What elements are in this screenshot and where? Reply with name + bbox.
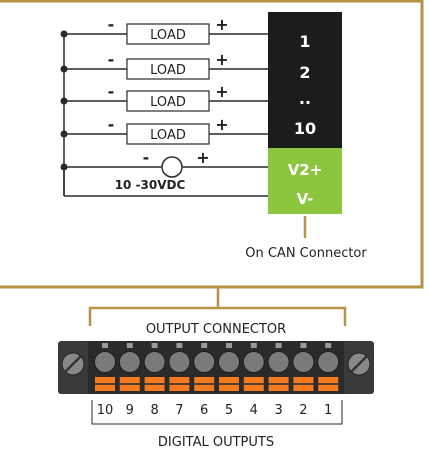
- supply-minus: -: [143, 148, 150, 167]
- load-rows: LOAD - + LOAD - + LOAD - + LOAD - +: [60, 15, 268, 145]
- pin-number: 2: [299, 403, 307, 418]
- can-block: [268, 148, 342, 214]
- supply-voltage-label: 10 -30VDC: [115, 178, 186, 192]
- load-label: LOAD: [150, 128, 186, 143]
- pin-socket: [143, 351, 166, 373]
- pin-led: [226, 343, 232, 348]
- load-minus: -: [108, 50, 115, 69]
- load-row: LOAD - +: [60, 115, 268, 145]
- pin-socket: [118, 351, 141, 373]
- load-box: [126, 58, 210, 80]
- supply-plus: +: [196, 148, 209, 167]
- bus-junction: [60, 97, 68, 105]
- load-minus: -: [108, 82, 115, 101]
- terminal-dots: ..: [299, 89, 311, 108]
- connector-bracket: [88, 306, 347, 326]
- pin-number: 8: [150, 403, 158, 418]
- pin-socket: [242, 351, 265, 373]
- terminal-1: 1: [299, 32, 310, 51]
- pin-led: [126, 343, 133, 348]
- supply-source-icon: [161, 156, 183, 178]
- load-label: LOAD: [150, 63, 186, 78]
- load-box: [126, 90, 210, 112]
- pin-socket: [218, 351, 240, 373]
- pin-bracket: [91, 400, 343, 425]
- pin-led: [275, 343, 282, 348]
- pin-number: 1: [324, 403, 332, 418]
- pin-number: 9: [126, 403, 134, 418]
- pin-number: 5: [225, 403, 233, 418]
- connector-title: OUTPUT CONNECTOR: [146, 322, 286, 337]
- bus-junction-supply: [60, 163, 68, 171]
- terminal-10: 10: [294, 119, 316, 138]
- bus-junction: [60, 130, 68, 138]
- pin-socket: [193, 351, 216, 373]
- can-note: On CAN Connector: [245, 246, 367, 261]
- pin-led: [176, 343, 183, 348]
- load-plus: +: [215, 82, 228, 101]
- pin-led: [325, 343, 332, 348]
- module-frame: [0, 0, 424, 289]
- pin-led: [201, 343, 208, 348]
- load-box: [126, 123, 210, 145]
- terminal-2: 2: [299, 63, 310, 82]
- pin-led: [151, 343, 158, 348]
- pin-led: [250, 343, 257, 348]
- pin-number: 4: [250, 403, 258, 418]
- pin-socket: [267, 351, 290, 373]
- can-v-plus: V2+: [288, 161, 323, 179]
- load-label: LOAD: [150, 95, 186, 110]
- load-row: LOAD - +: [60, 15, 268, 45]
- load-row: LOAD - +: [60, 50, 268, 80]
- pin-socket: [168, 351, 191, 373]
- connector-caption: DIGITAL OUTPUTS: [158, 435, 274, 450]
- screw-right-icon: [347, 352, 371, 376]
- terminal-block: [268, 12, 342, 148]
- load-minus: -: [108, 115, 115, 134]
- load-minus: -: [108, 15, 115, 34]
- pin-number-labels: 10 9 8 7 6 5 4 3 2 1: [97, 403, 333, 418]
- load-label: LOAD: [150, 28, 186, 43]
- pin-socket: [94, 351, 116, 373]
- pin-number: 7: [175, 403, 183, 418]
- bus-junction: [60, 30, 68, 38]
- load-row: LOAD - +: [60, 82, 268, 112]
- load-box: [126, 23, 210, 45]
- pin-led: [102, 343, 108, 348]
- pin-socket: [317, 351, 340, 373]
- pin-number: 6: [200, 403, 208, 418]
- can-v-minus: V-: [297, 190, 314, 208]
- pin-number: 10: [97, 403, 114, 418]
- load-plus: +: [215, 15, 228, 34]
- screw-left-icon: [61, 352, 85, 376]
- pin-led: [300, 343, 307, 348]
- connector-pins: [94, 343, 340, 391]
- pin-socket: [292, 351, 315, 373]
- load-plus: +: [215, 115, 228, 134]
- load-plus: +: [215, 50, 228, 69]
- pin-number: 3: [274, 403, 282, 418]
- bus-junction: [60, 65, 68, 73]
